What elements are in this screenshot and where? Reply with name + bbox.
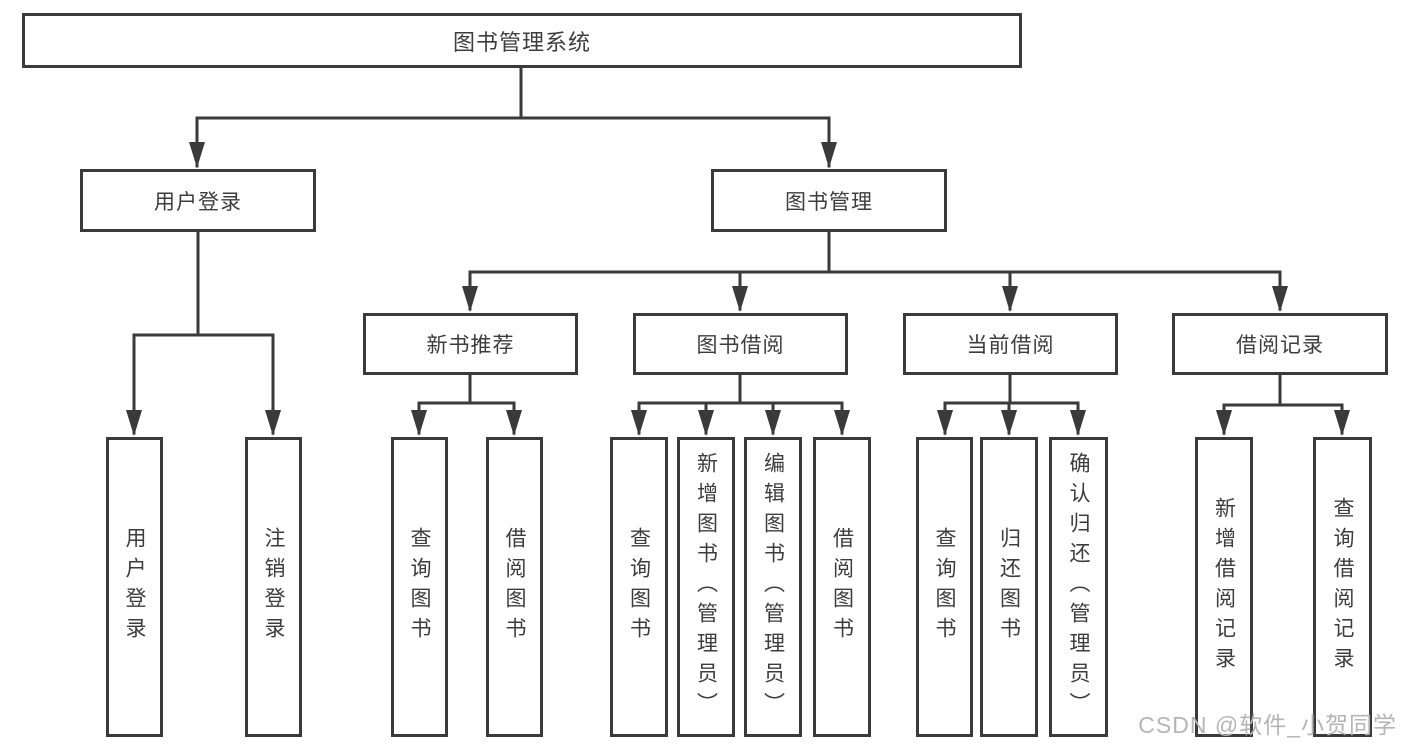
node-borrow-records: 借阅记录 <box>1172 313 1388 375</box>
node-library-management-system: 图书管理系统 <box>22 13 1022 68</box>
leaf-confirm-return-admin: 确认归还（管理员） <box>1049 437 1108 737</box>
node-user-login: 用户登录 <box>80 169 316 232</box>
leaf-borrow-books-recommend: 借阅图书 <box>486 437 543 737</box>
arrowheads <box>126 142 1350 436</box>
node-book-borrow: 图书借阅 <box>633 313 848 375</box>
node-new-book-recommend: 新书推荐 <box>363 313 578 375</box>
leaf-return-books: 归还图书 <box>980 437 1038 737</box>
tree-edges <box>132 64 1344 435</box>
leaf-borrow-books: 借阅图书 <box>813 437 871 737</box>
leaf-query-books-recommend: 查询图书 <box>391 437 448 737</box>
leaf-query-books-borrow: 查询图书 <box>610 437 668 737</box>
node-book-management: 图书管理 <box>711 169 947 232</box>
csdn-watermark: CSDN @软件_小贺同学 <box>1138 712 1397 738</box>
leaf-add-borrow-record: 新增借阅记录 <box>1195 437 1253 737</box>
leaf-user-login: 用户登录 <box>106 437 163 737</box>
node-current-borrow: 当前借阅 <box>903 313 1118 375</box>
leaf-logout: 注销登录 <box>245 437 302 737</box>
leaf-edit-books-admin: 编辑图书（管理员） <box>744 437 802 737</box>
leaf-query-borrow-record: 查询借阅记录 <box>1313 437 1372 737</box>
leaf-query-books-current: 查询图书 <box>916 437 973 737</box>
leaf-add-books-admin: 新增图书（管理员） <box>677 437 735 737</box>
